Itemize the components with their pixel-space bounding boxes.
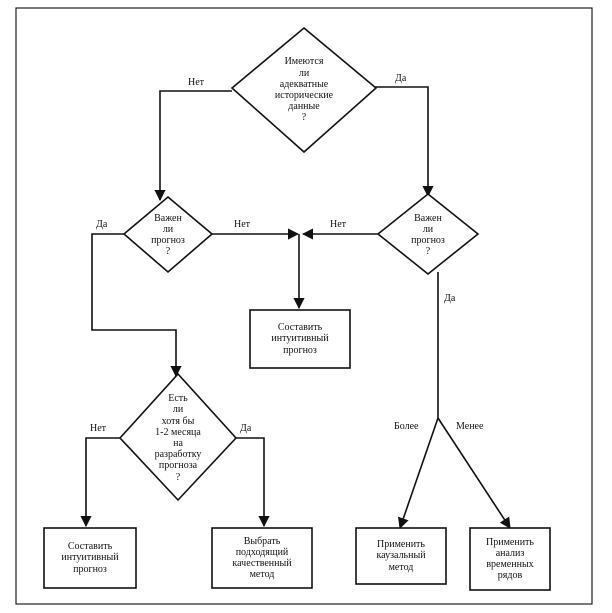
edge-top-no — [154, 90, 232, 202]
decision-important-right-text: Важен ли прогноз ? — [411, 212, 445, 258]
edge-label-left-yes: Да — [96, 219, 108, 230]
decision-time-available-text: Есть ли хотя бы 1-2 месяца на разработку… — [154, 393, 202, 483]
edge-label-right-yes: Да — [444, 293, 456, 304]
edge-label-time-no: Нет — [90, 423, 107, 434]
box-causal: Применить каузальный метод — [376, 539, 426, 573]
edge-left-yes — [91, 233, 182, 378]
edge-label-more: Более — [394, 421, 419, 432]
box-time-series-shape — [469, 527, 551, 591]
edge-label-time-yes: Да — [240, 423, 252, 434]
decision-important-right — [376, 192, 480, 276]
edge-label-top-yes: Да — [395, 73, 407, 84]
edge-more — [397, 417, 439, 530]
edge-label-top-no: Нет — [188, 77, 205, 88]
box-intuitive-bottom-shape — [43, 527, 137, 589]
decision-important-left-text: Важен ли прогноз ? — [151, 212, 185, 258]
connectors — [80, 86, 511, 530]
box-causal-shape — [355, 527, 447, 585]
decision-historical-data — [230, 26, 378, 154]
box-intuitive-middle-shape — [249, 309, 351, 369]
box-intuitive-bottom: Составить интуитивный прогноз — [61, 541, 119, 575]
box-intuitive-middle: Составить интуитивный прогноз — [271, 322, 329, 356]
edge-top-yes — [374, 86, 434, 198]
box-time-series: Применить анализ временных рядов — [486, 536, 534, 582]
edge-less — [437, 417, 511, 529]
decision-important-left — [122, 195, 214, 274]
decision-historical-data-text: Имеются ли адекватные исторические данны… — [274, 56, 334, 124]
edge-label-right-no: Нет — [330, 219, 347, 230]
decision-time-available — [118, 372, 238, 502]
diagram-frame — [15, 7, 593, 605]
box-qualitative-shape — [211, 527, 313, 589]
edge-time-no — [80, 437, 120, 528]
edge-label-less: Менее — [456, 421, 484, 432]
box-qualitative: Выбрать подходящий качественный метод — [232, 535, 292, 581]
edge-label-left-no: Нет — [234, 219, 251, 230]
edge-time-yes — [234, 437, 270, 528]
